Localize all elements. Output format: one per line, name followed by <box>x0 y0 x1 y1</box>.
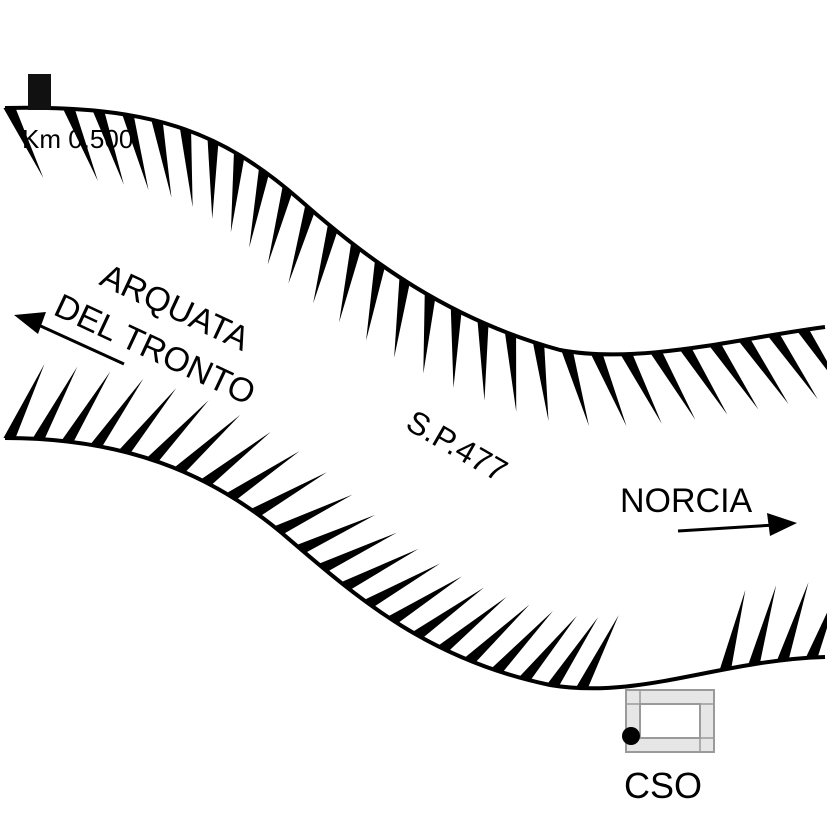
hachure-mark <box>679 348 728 415</box>
hachure-mark <box>339 242 361 323</box>
hachure-mark <box>650 351 696 420</box>
hachure-mark <box>767 333 818 400</box>
hachure-mark <box>590 353 627 427</box>
hachure-mark <box>61 371 111 443</box>
hachure-mark <box>273 494 353 535</box>
hachure-mark <box>146 400 209 462</box>
hachure-mark <box>288 204 315 284</box>
hachure-mark <box>296 514 376 553</box>
hachure-mark <box>776 582 809 661</box>
hachure-mark <box>366 260 385 341</box>
hachure-mark <box>32 366 78 440</box>
hachure-mark <box>230 151 245 233</box>
hachure-mark <box>546 617 599 687</box>
hachure-mark <box>423 292 436 374</box>
hachure-mark <box>394 277 410 358</box>
hachure-mark <box>437 596 507 652</box>
hachure-mark <box>250 472 327 517</box>
hachure-mark <box>151 119 172 198</box>
station-building-icon <box>625 689 715 753</box>
hachure-mark <box>62 108 98 182</box>
hachure-mark <box>92 110 124 185</box>
hachure-mark <box>709 343 759 410</box>
embankment-hachures-south <box>3 363 827 689</box>
hachure-mark <box>504 331 517 412</box>
hachure-mark <box>118 388 177 454</box>
hachure-mark <box>738 338 789 405</box>
hachure-mark <box>518 615 577 681</box>
road-edge-north <box>4 105 826 357</box>
hachure-mark <box>719 589 746 671</box>
hachure-mark <box>450 307 462 388</box>
hachure-mark <box>805 612 827 658</box>
arrow-right-icon <box>677 513 797 536</box>
hachure-mark <box>363 563 441 608</box>
square-marker-icon <box>28 74 51 110</box>
hachure-mark <box>318 532 397 572</box>
hachure-mark <box>207 138 219 219</box>
hachure-mark <box>226 451 300 500</box>
road-edge-south <box>4 436 826 691</box>
hachure-mark <box>174 414 241 473</box>
station-label: CSO <box>624 765 702 806</box>
hachure-mark <box>532 341 549 422</box>
hachure-mark <box>748 585 777 666</box>
hachure-mark <box>561 350 589 427</box>
km-marker-label: Km 0,500 <box>22 124 133 154</box>
destination-east: NORCIA <box>620 482 797 536</box>
hachure-mark <box>797 329 827 371</box>
hachure-mark <box>412 587 485 639</box>
road-name-label: S.P.477 <box>401 403 514 489</box>
arrow-left-icon <box>14 312 125 366</box>
hachure-mark <box>491 610 553 673</box>
hachure-mark <box>249 167 269 248</box>
hachure-mark <box>387 576 462 624</box>
hachure-mark <box>477 320 489 401</box>
hachure-mark <box>3 363 45 439</box>
hachure-mark <box>200 431 271 486</box>
hachure-mark <box>267 185 293 265</box>
hachure-mark <box>313 224 338 304</box>
destination-west: ARQUATA DEL TRONTO <box>14 257 261 413</box>
dot-marker-icon <box>622 727 640 745</box>
destination-east-label: NORCIA <box>620 482 753 520</box>
hachure-mark <box>575 615 619 689</box>
embankment-hachures-north <box>3 107 827 427</box>
hachure-mark <box>122 113 149 191</box>
hachure-mark <box>620 353 662 424</box>
hachure-mark <box>3 107 44 179</box>
hachure-mark <box>340 548 419 590</box>
hachure-mark <box>90 378 144 447</box>
hachure-mark <box>463 604 530 663</box>
hachure-mark <box>179 127 193 208</box>
